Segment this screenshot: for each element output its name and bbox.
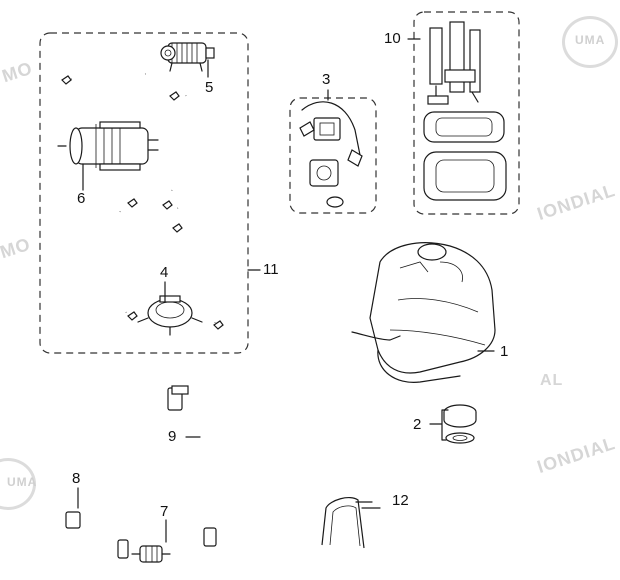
callout-filter-clamp: 5: [205, 79, 214, 96]
callout-inline-filter: 7: [160, 503, 169, 520]
callout-left-hose: 8: [72, 470, 81, 487]
canister-part: [57, 121, 159, 171]
sender-frame: [413, 11, 520, 215]
callout-pump: 4: [160, 264, 169, 281]
pump-part: [137, 295, 203, 336]
callout-canister: 6: [77, 190, 86, 207]
callout-sender: 10: [384, 30, 401, 47]
callout-long-hose: 9: [168, 428, 177, 445]
callout-hose-group: 11: [263, 261, 279, 278]
brand-logo: UMA: [562, 16, 618, 68]
callout-bracket: 12: [392, 492, 409, 509]
fuel-tank-part: [351, 242, 496, 383]
callout-cap: 2: [413, 416, 422, 433]
gasket-set-part: [299, 101, 363, 208]
bracket-part: [321, 496, 365, 549]
short-hose-top: [61, 72, 146, 85]
inline-filter-part: [131, 545, 171, 563]
callout-gasket-set: 3: [322, 71, 331, 88]
hose-connector-bottom: [203, 527, 217, 547]
hose-group-frame: [39, 32, 249, 354]
sender-part: [423, 21, 507, 201]
fuel-cap-part: [443, 404, 477, 444]
callout-tank: 1: [500, 343, 509, 360]
filter-clamp-part: [160, 42, 215, 72]
gasket-set-frame: [289, 97, 377, 214]
watermark-text: AL: [540, 372, 564, 389]
